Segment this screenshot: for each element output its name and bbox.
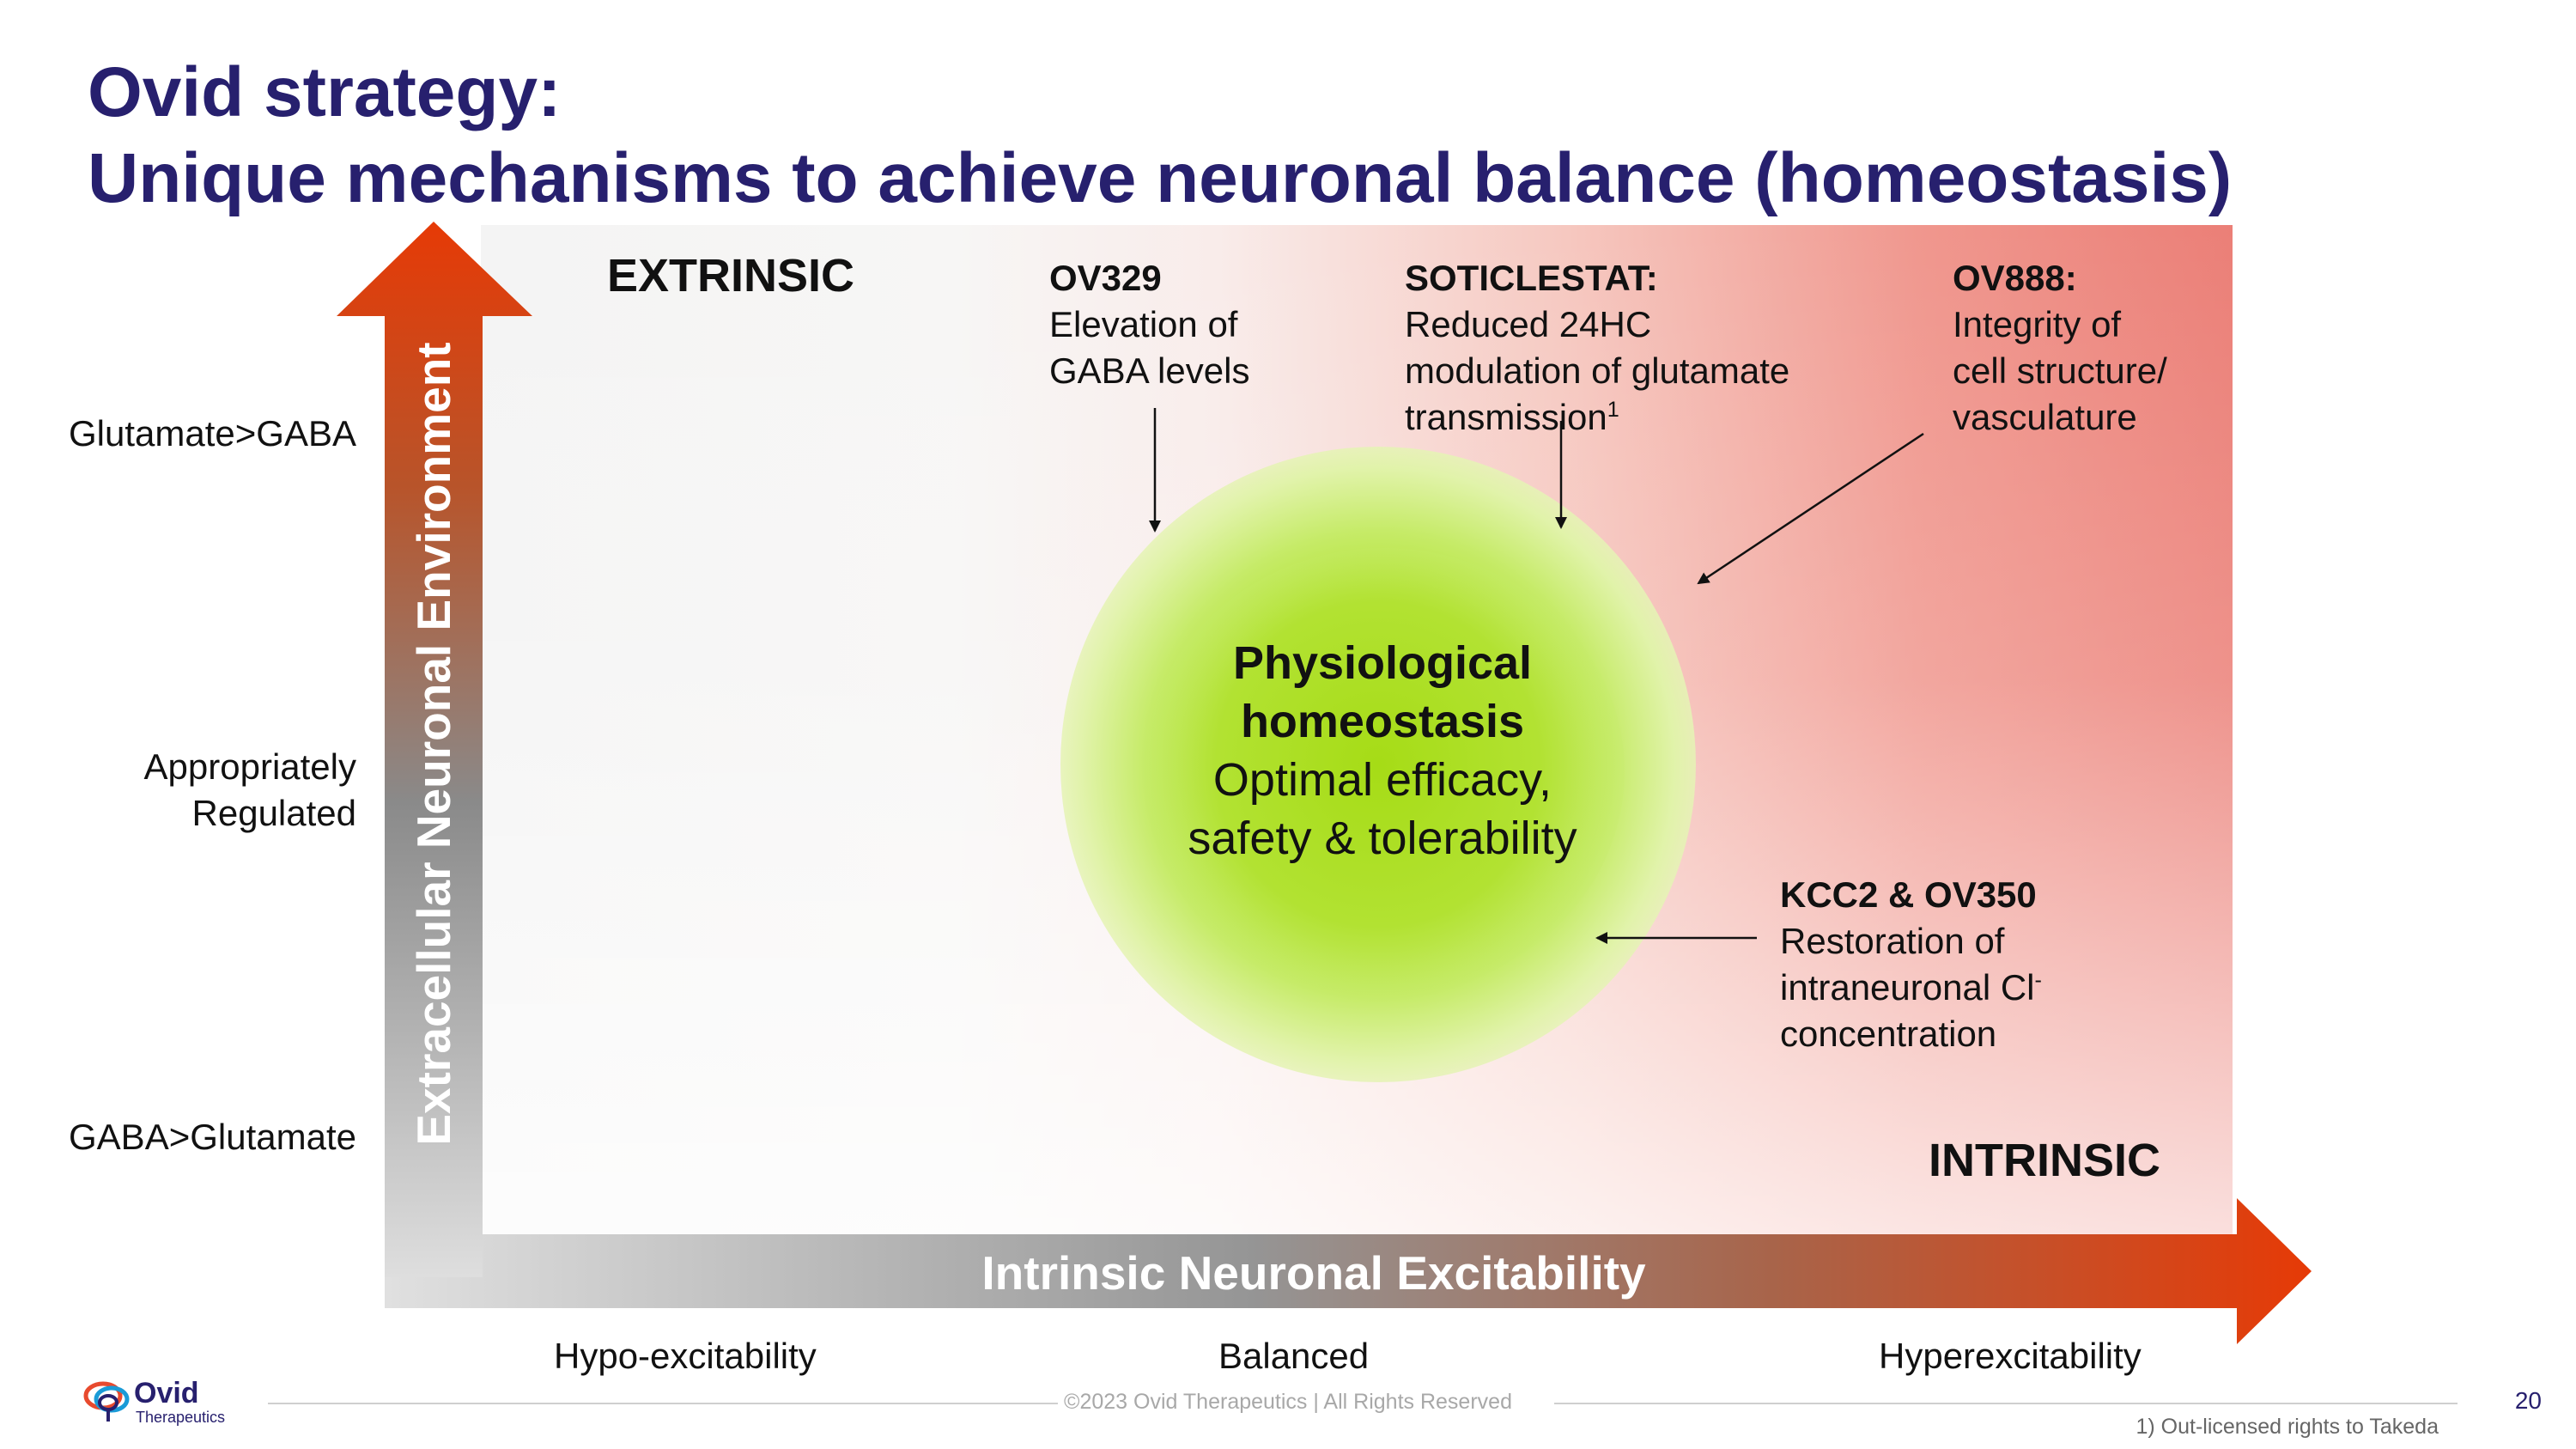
ov888-line-3: vasculature <box>1953 397 2137 437</box>
x-tick-mid: Balanced <box>1218 1336 1370 1376</box>
title-line-2: Unique mechanisms to achieve neuronal ba… <box>88 139 2233 217</box>
kcc2-line-2: intraneuronal Cl <box>1780 967 2035 1008</box>
soticlestat-heading: SOTICLESTAT: <box>1405 258 1658 298</box>
logo-subtitle: Therapeutics <box>136 1409 226 1426</box>
slide-title: Ovid strategy: Unique mechanisms to achi… <box>88 50 2232 222</box>
ov329-line-1: Elevation of <box>1049 304 1238 344</box>
y-tick-mid-line-2: Regulated <box>191 793 356 833</box>
ov888-line-2: cell structure/ <box>1953 350 2167 391</box>
center-line-1: Physiological <box>1232 637 1533 689</box>
soticlestat-line-3: transmission <box>1405 397 1607 437</box>
soticlestat-footnote-ref: 1 <box>1607 398 1619 422</box>
kcc2-line-1: Restoration of <box>1780 921 2005 961</box>
kcc2-line-3: concentration <box>1780 1014 1997 1054</box>
x-tick-right: Hyperexcitability <box>1879 1336 2142 1376</box>
title-line-1: Ovid strategy: <box>88 53 562 131</box>
x-axis-arrow <box>385 1198 2312 1344</box>
y-axis-arrow <box>337 222 532 1277</box>
soticlestat-line-2: modulation of glutamate <box>1405 350 1790 391</box>
soticlestat-line-1: Reduced 24HC <box>1405 304 1652 344</box>
y-tick-top: Glutamate>GABA <box>69 413 356 454</box>
x-axis-label: Intrinsic Neuronal Excitability <box>981 1246 1646 1300</box>
homeostasis-inner-ring <box>1144 548 1625 995</box>
arrow-ov888 <box>1697 432 1924 585</box>
kcc2-superscript: - <box>2034 968 2042 992</box>
y-axis-label: Extracellular Neuronal Environment <box>407 342 460 1146</box>
annotation-soticlestat: SOTICLESTAT: Reduced 24HC modulation of … <box>1405 255 1789 441</box>
ov329-heading: OV329 <box>1049 258 1162 298</box>
y-tick-mid: Appropriately Regulated <box>34 744 356 837</box>
ovid-logo-icon <box>83 1381 130 1422</box>
kcc2-line-2-wrap: intraneuronal Cl- <box>1780 965 2042 1011</box>
annotation-ov888: OV888: Integrity of cell structure/ vasc… <box>1953 255 2167 441</box>
y-tick-bottom: GABA>Glutamate <box>69 1117 356 1157</box>
kcc2-heading: KCC2 & OV350 <box>1780 874 2037 915</box>
logo-wordmark: Ovid <box>134 1377 199 1409</box>
footer-copyright: ©2023 Ovid Therapeutics | All Rights Res… <box>1064 1390 1512 1414</box>
corner-label-intrinsic: INTRINSIC <box>1929 1135 2160 1186</box>
annotation-ov329: OV329 Elevation of GABA levels <box>1049 255 1249 394</box>
center-line-3: Optimal efficacy, <box>1212 754 1552 806</box>
annotation-kcc2-ov350: KCC2 & OV350 Restoration of intraneurona… <box>1780 872 2042 1057</box>
corner-label-extrinsic: EXTRINSIC <box>607 250 855 301</box>
ov888-heading: OV888: <box>1953 258 2077 298</box>
center-line-4: safety & tolerability <box>1188 813 1577 864</box>
x-tick-left: Hypo-excitability <box>554 1336 817 1376</box>
footnote: 1) Out-licensed rights to Takeda <box>2136 1415 2439 1439</box>
ov329-line-2: GABA levels <box>1049 350 1250 391</box>
center-line-2: homeostasis <box>1240 696 1525 747</box>
ov888-line-1: Integrity of <box>1953 304 2122 344</box>
soticlestat-line-3-wrap: transmission1 <box>1405 394 1789 441</box>
footer-rule-left <box>268 1403 1058 1404</box>
homeostasis-label: Physiological homeostasis Optimal effica… <box>1142 634 1623 868</box>
footer-rule-right <box>1554 1403 2458 1404</box>
y-tick-mid-line-1: Appropriately <box>143 746 356 787</box>
page-number: 20 <box>2514 1387 2542 1414</box>
